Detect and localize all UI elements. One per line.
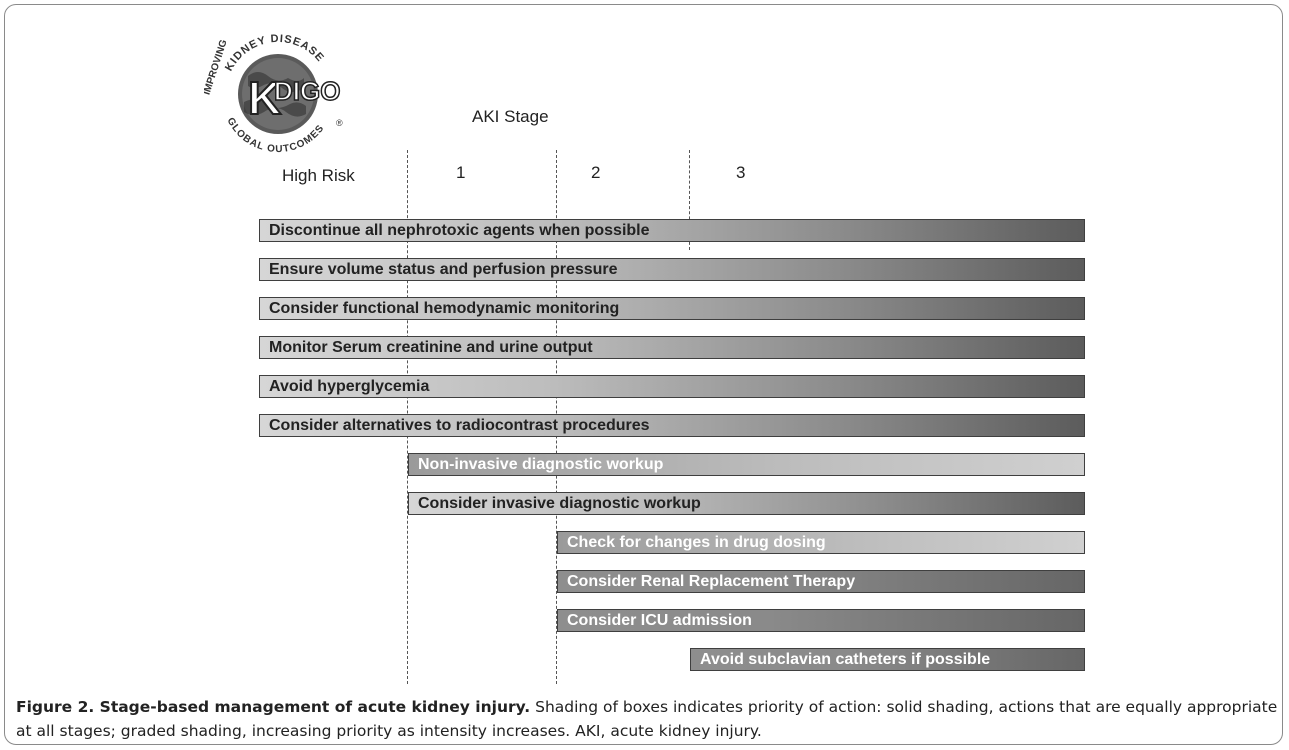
- action-bar: Consider alternatives to radiocontrast p…: [259, 414, 1085, 437]
- action-bar: Consider ICU admission: [557, 609, 1085, 632]
- caption-title: Figure 2. Stage-based management of acut…: [16, 698, 531, 716]
- column-stage-1: 1: [456, 163, 466, 182]
- action-bar: Consider Renal Replacement Therapy: [557, 570, 1085, 593]
- column-stage-2: 2: [591, 163, 601, 182]
- action-bar: Monitor Serum creatinine and urine outpu…: [259, 336, 1085, 359]
- column-high-risk: High Risk: [282, 166, 355, 185]
- figure-caption: Figure 2. Stage-based management of acut…: [16, 695, 1278, 743]
- kdigo-logo: K DIGO KIDNEY DISEASE GLOBAL OUTCOMES IM…: [204, 33, 343, 155]
- action-bar: Ensure volume status and perfusion press…: [259, 258, 1085, 281]
- figure-frame: [4, 4, 1283, 745]
- action-bar: Discontinue all nephrotoxic agents when …: [259, 219, 1085, 242]
- divider-2-3: [689, 150, 690, 250]
- logo-wordmark: DIGO: [274, 76, 340, 106]
- action-bar: Avoid hyperglycemia: [259, 375, 1085, 398]
- action-bar: Non-invasive diagnostic workup: [408, 453, 1085, 476]
- logo-registered: ®: [336, 118, 343, 128]
- caption-body: Shading of boxes indicates priority of a…: [16, 698, 1278, 740]
- action-bar: Check for changes in drug dosing: [557, 531, 1085, 554]
- action-bar: Avoid subclavian catheters if possible: [690, 648, 1085, 671]
- action-bar: Consider invasive diagnostic workup: [408, 492, 1085, 515]
- aki-stage-label: AKI Stage: [472, 107, 549, 126]
- logo-k: K: [248, 72, 281, 124]
- action-bar: Consider functional hemodynamic monitori…: [259, 297, 1085, 320]
- column-stage-3: 3: [736, 163, 746, 182]
